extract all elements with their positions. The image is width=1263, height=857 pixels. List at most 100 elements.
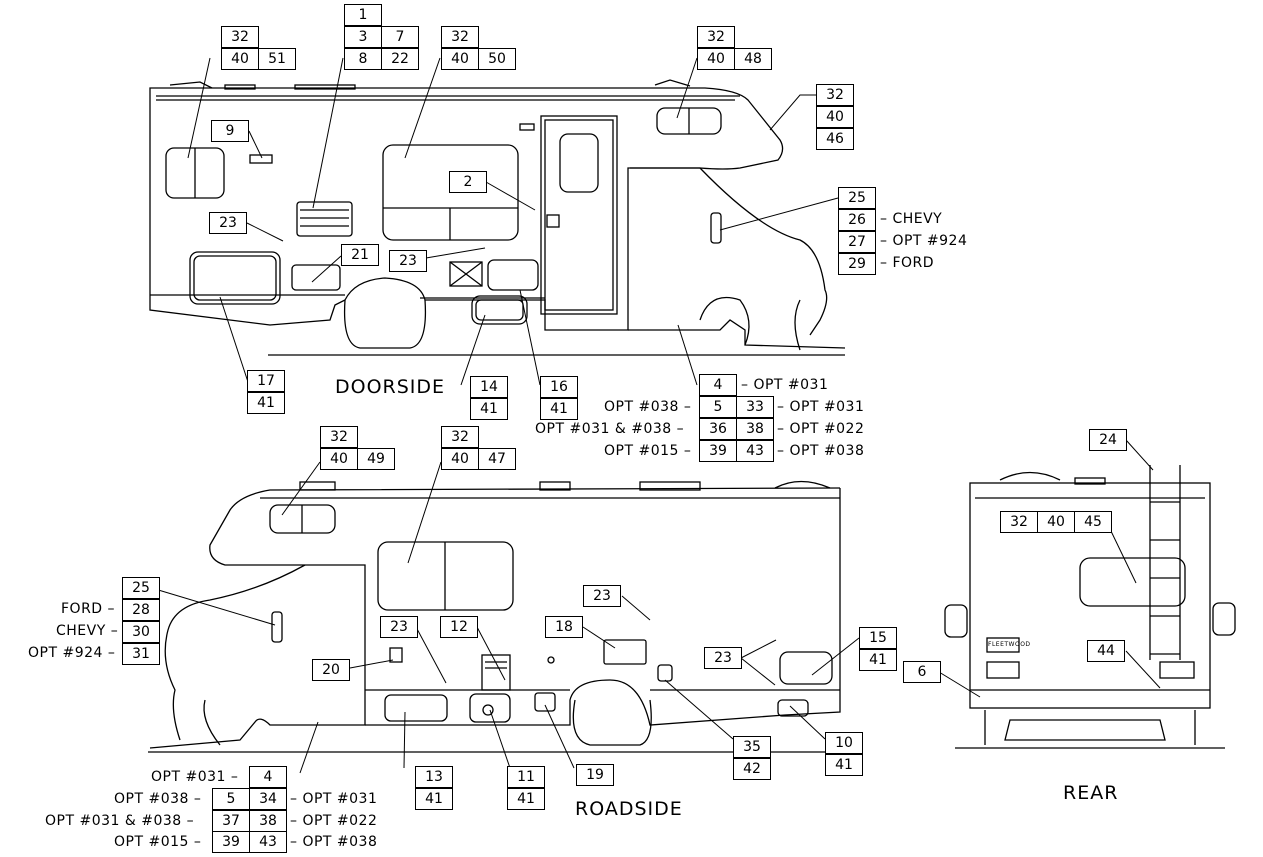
callout-cell: 2	[449, 171, 487, 193]
callout-cell: 37	[212, 810, 250, 832]
callout-cell: 24	[1089, 429, 1127, 451]
callout-cell: 5	[699, 396, 737, 418]
callout-cell: 30	[122, 621, 160, 643]
callout-cell: 11	[507, 766, 545, 788]
option-note: – OPT #031	[741, 377, 829, 393]
option-note-text: OPT #031	[151, 769, 226, 785]
callout-cell: 9	[211, 120, 249, 142]
callout-cell: 40	[441, 48, 479, 70]
callout-cell: 41	[415, 788, 453, 810]
callout-cell: 40	[221, 48, 259, 70]
callout-cell: 40	[816, 106, 854, 128]
callout-cell: 38	[736, 418, 774, 440]
option-note-text: OPT #038	[604, 399, 679, 415]
callout-cell: 6	[903, 661, 941, 683]
callout-cell: 4	[699, 374, 737, 396]
callout-cell: 33	[736, 396, 774, 418]
callout-cell: 26	[838, 209, 876, 231]
callout-cell: 32	[441, 426, 479, 448]
callout-cell: 18	[545, 616, 583, 638]
roadside-body	[148, 480, 845, 753]
view-label-rear: REAR	[1063, 782, 1119, 804]
option-note: – OPT #038	[290, 834, 378, 850]
callout-cell: 40	[1037, 511, 1075, 533]
placard-text: FLEETWOOD	[988, 641, 1031, 648]
callout-cell: 41	[247, 392, 285, 414]
option-note: – OPT #924	[880, 233, 968, 249]
option-note: – OPT #031	[290, 791, 378, 807]
callout-cell: 14	[470, 376, 508, 398]
callout-cell: 51	[258, 48, 296, 70]
callout-cell: 5	[212, 788, 250, 810]
callout-cell: 23	[704, 647, 742, 669]
option-note-text: OPT #031 & #038	[45, 813, 182, 829]
callout-cell: 12	[440, 616, 478, 638]
callout-cell: 41	[859, 649, 897, 671]
option-note-text: OPT #038	[302, 834, 378, 850]
callout-cell: 45	[1074, 511, 1112, 533]
option-note-text: OPT #038	[789, 443, 865, 459]
callout-cell: 10	[825, 732, 863, 754]
view-label-doorside: DOORSIDE	[335, 376, 446, 398]
callout-cell: 32	[441, 26, 479, 48]
option-note: OPT #031 & #038 –	[535, 421, 685, 437]
callout-cell: 38	[249, 810, 287, 832]
callout-cell: 17	[247, 370, 285, 392]
callout-cell: 34	[249, 788, 287, 810]
callout-cell: 39	[699, 440, 737, 462]
option-note-text: OPT #031 & #038	[535, 421, 672, 437]
option-note: – OPT #022	[290, 813, 378, 829]
option-note: – OPT #031	[777, 399, 865, 415]
callout-cell: 41	[540, 398, 578, 420]
callout-cell: 25	[122, 577, 160, 599]
option-note: FORD –	[61, 601, 116, 617]
callout-cell: 27	[838, 231, 876, 253]
callout-cell: 43	[249, 831, 287, 853]
callout-cell: 1	[344, 4, 382, 26]
callout-cell: 32	[816, 84, 854, 106]
option-note: OPT #031 & #038 –	[45, 813, 195, 829]
callout-cell: 25	[838, 187, 876, 209]
option-note: OPT #015 –	[604, 443, 692, 459]
option-note-text: CHEVY	[56, 623, 106, 639]
callout-cell: 36	[699, 418, 737, 440]
option-note: OPT #031 –	[151, 769, 239, 785]
rear-body	[944, 465, 1236, 749]
option-note-text: OPT #015	[604, 443, 679, 459]
callout-cell: 32	[221, 26, 259, 48]
option-note: OPT #015 –	[114, 834, 202, 850]
option-note: OPT #924 –	[28, 645, 116, 661]
callout-cell: 35	[733, 736, 771, 758]
option-note: – OPT #038	[777, 443, 865, 459]
callout-cell: 32	[1000, 511, 1038, 533]
option-note: – FORD	[880, 255, 935, 271]
callout-cell: 4	[249, 766, 287, 788]
callout-cell: 28	[122, 599, 160, 621]
callout-cell: 23	[380, 616, 418, 638]
option-note: OPT #038 –	[114, 791, 202, 807]
callout-cell: 8	[344, 48, 382, 70]
callout-cell: 32	[320, 426, 358, 448]
callout-cell: 40	[697, 48, 735, 70]
callout-cell: 46	[816, 128, 854, 150]
option-note-text: OPT #031	[302, 791, 378, 807]
callout-cell: 22	[381, 48, 419, 70]
option-note-text: OPT #031	[789, 399, 865, 415]
callout-cell: 41	[470, 398, 508, 420]
callout-cell: 47	[478, 448, 516, 470]
callout-cell: 20	[312, 659, 350, 681]
option-note-text: OPT #022	[789, 421, 865, 437]
option-note-text: OPT #924	[28, 645, 103, 661]
callout-cell: 23	[583, 585, 621, 607]
callout-cell: 42	[733, 758, 771, 780]
callout-cell: 49	[357, 448, 395, 470]
callout-cell: 23	[209, 212, 247, 234]
callout-cell: 39	[212, 831, 250, 853]
callout-cell: 7	[381, 26, 419, 48]
option-note-text: FORD	[892, 255, 935, 271]
callout-cell: 19	[576, 764, 614, 786]
option-note: – OPT #022	[777, 421, 865, 437]
callout-cell: 41	[507, 788, 545, 810]
